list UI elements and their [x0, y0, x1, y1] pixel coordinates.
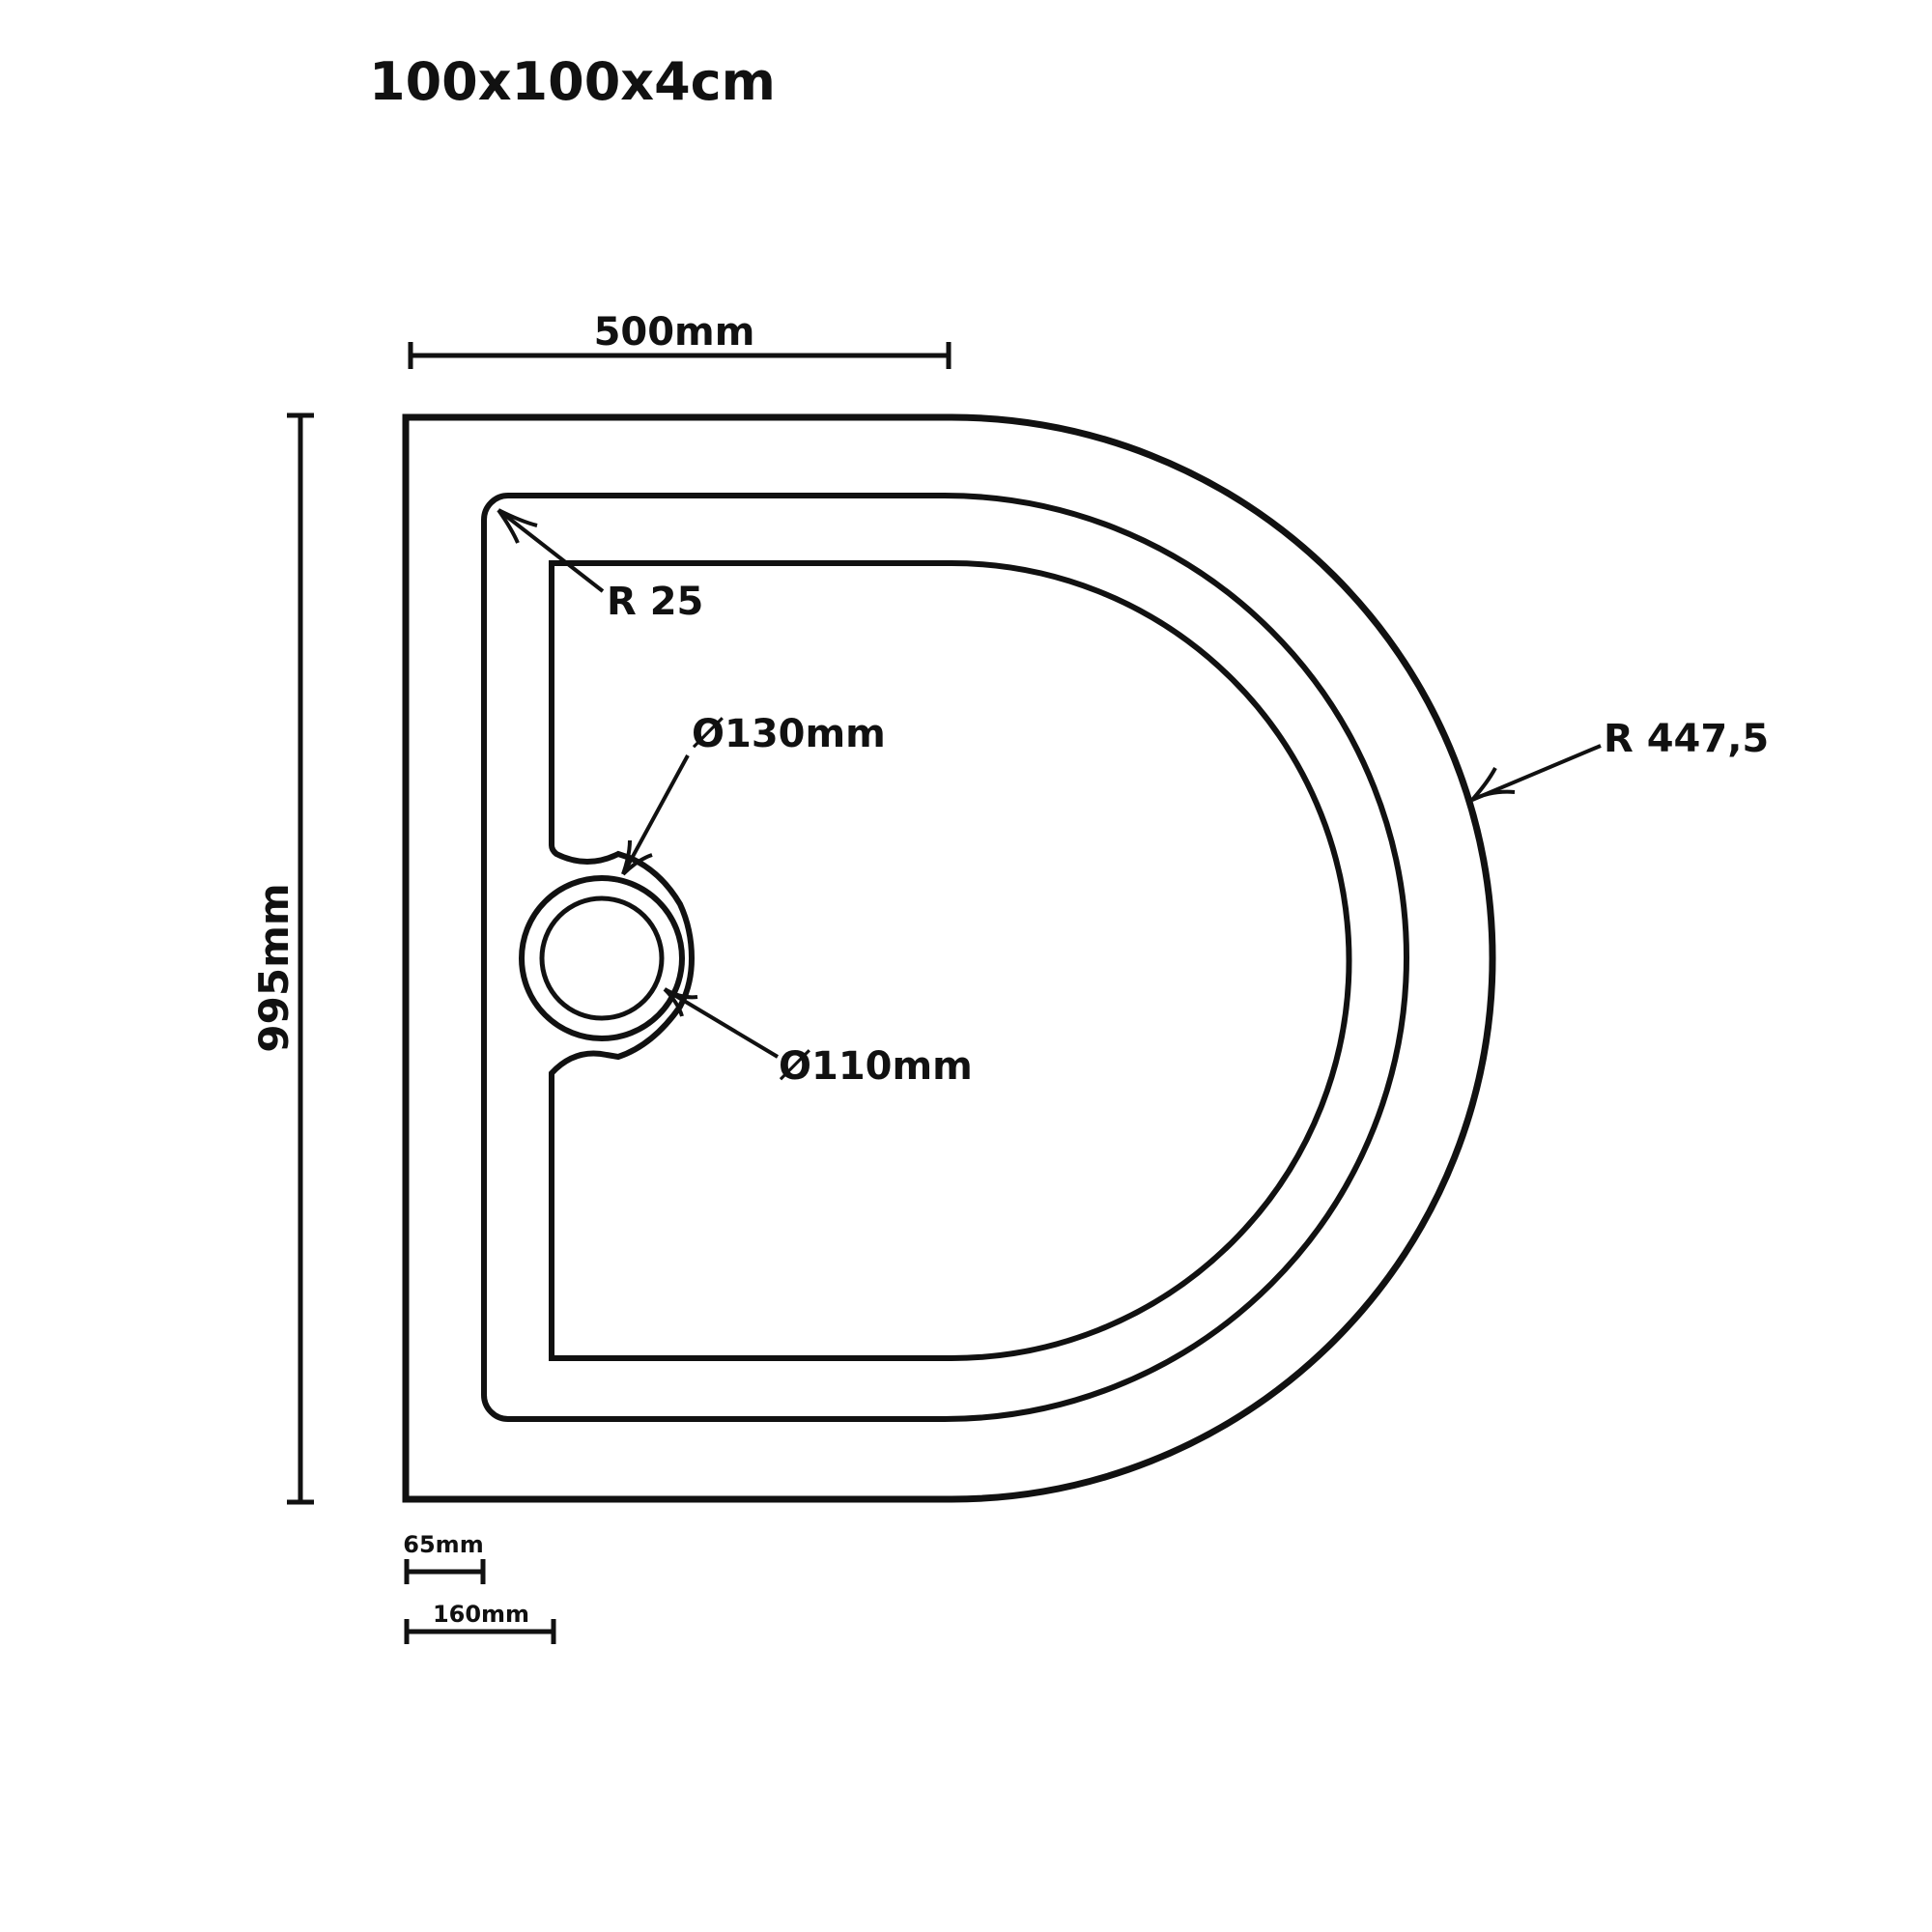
drain-ring-detail — [590, 875, 685, 959]
drain-outer-arrow — [621, 754, 690, 876]
outer-radius-label: R 447,5 — [1604, 717, 1769, 761]
drain-outer-diameter-label: Ø130mm — [692, 712, 886, 756]
tray-outer-outline — [402, 413, 1496, 1503]
corner-radius-label: R 25 — [607, 580, 703, 624]
drain-inner-diameter-label: Ø110mm — [779, 1044, 973, 1089]
dimension-width-label: 500mm — [594, 310, 755, 355]
corner-radius-arrow — [497, 508, 605, 593]
dimension-rim-65-label: 65mm — [403, 1531, 483, 1558]
dimension-rim-65 — [404, 1559, 486, 1584]
outer-radius-arrow — [1470, 744, 1602, 802]
dimension-height-left — [287, 412, 314, 1505]
drain-inner-arrow — [663, 987, 780, 1059]
drain-inner-circle — [539, 895, 665, 1021]
dimension-rim-160 — [404, 1619, 556, 1644]
tray-rim-outline — [481, 493, 1409, 1422]
dimension-rim-160-label: 160mm — [433, 1601, 529, 1628]
tray-basin-outline — [549, 560, 1352, 1361]
drawing-title: 100x100x4cm — [369, 51, 776, 112]
dimension-width-top — [408, 342, 952, 369]
dimension-height-label: 995mm — [250, 883, 298, 1052]
